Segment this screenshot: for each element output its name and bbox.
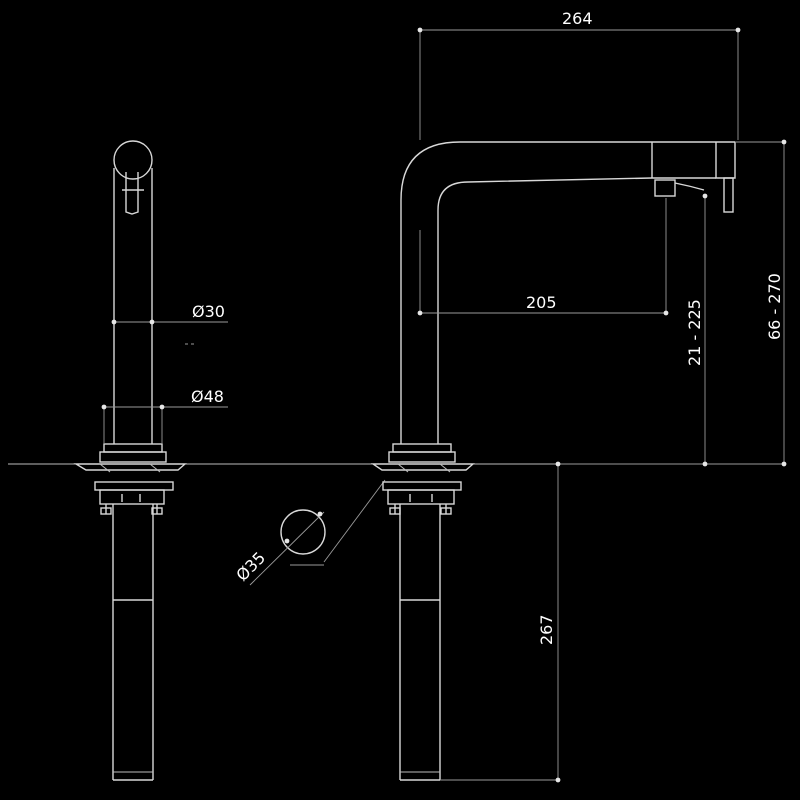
dimension-hole-diameter: Ø35 bbox=[232, 479, 386, 586]
spout-offset-label: 205 bbox=[526, 293, 557, 312]
total-height-label: 66 - 270 bbox=[765, 273, 784, 340]
dimension-total-height: 66 - 270 bbox=[735, 139, 787, 467]
dimension-spout-reach: 264 bbox=[417, 9, 741, 140]
base-diameter-label: Ø48 bbox=[191, 387, 224, 406]
spout-height-label: 21 - 225 bbox=[685, 299, 704, 366]
hole-diameter-label: Ø35 bbox=[232, 548, 269, 585]
dimension-shank-length: 267 bbox=[440, 461, 561, 783]
dimension-spout-height: 21 - 225 bbox=[560, 193, 784, 467]
dimension-spout-offset: 205 bbox=[417, 198, 669, 316]
dimension-base-diameter: Ø48 bbox=[101, 387, 228, 444]
dimension-pillar-diameter: Ø30 bbox=[111, 302, 228, 345]
shank-length-label: 267 bbox=[537, 614, 556, 645]
faucet-side-view bbox=[73, 140, 187, 781]
faucet-front-view bbox=[370, 141, 736, 781]
spout-reach-label: 264 bbox=[562, 9, 593, 28]
pillar-diameter-label: Ø30 bbox=[192, 302, 225, 321]
